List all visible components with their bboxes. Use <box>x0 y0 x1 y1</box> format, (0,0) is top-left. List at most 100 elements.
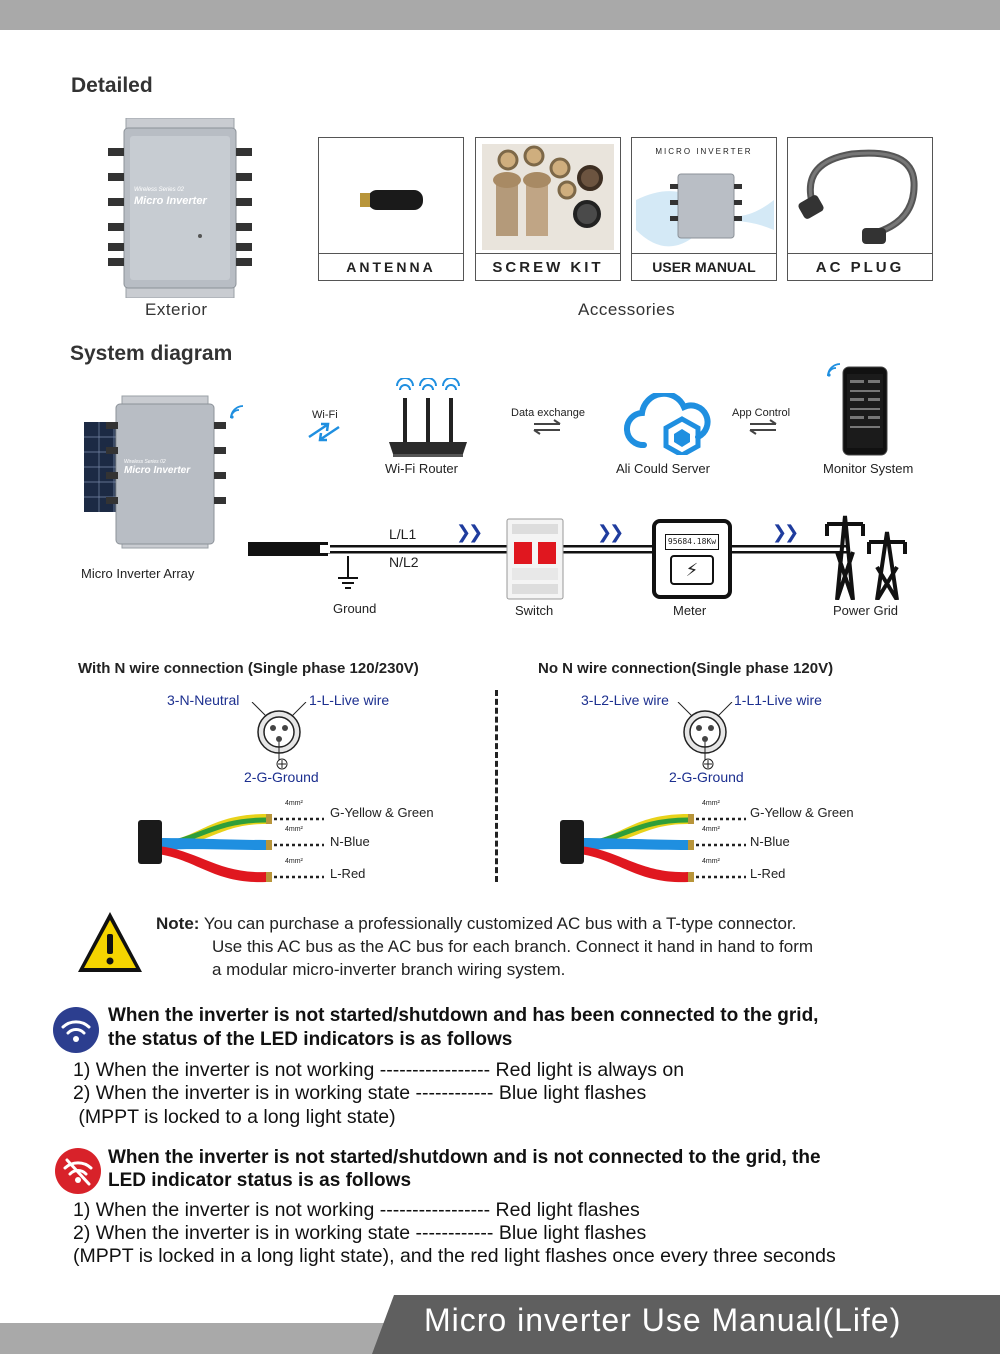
flow-arrow-icon: ❯❯ <box>597 522 624 542</box>
system-diagram-heading: System diagram <box>70 342 233 365</box>
led-nogrid-line-2: 2) When the inverter is in working state… <box>73 1222 647 1244</box>
app-control-label: App Control <box>732 407 791 419</box>
array-series-text: Wireless Series 02 <box>124 459 166 465</box>
wifi-router-label: Wi-Fi Router <box>385 461 458 476</box>
led-nogrid-heading-1: When the inverter is not started/shutdow… <box>108 1147 821 1168</box>
top-bar <box>0 0 1000 30</box>
line-l2-label: N/L2 <box>389 554 419 570</box>
inverter-array-image: Wireless Series 02 Micro Inverter <box>84 392 234 554</box>
connector-face-icon <box>677 702 733 770</box>
accessory-screw-kit: SCREW KIT <box>475 137 621 281</box>
note-line-1: Note: You can purchase a professionally … <box>156 912 796 935</box>
meter-reading: 95684.18Kw <box>665 534 719 550</box>
wifi-badge-icon <box>53 1007 99 1053</box>
switch-label: Switch <box>515 603 554 618</box>
led-nogrid-heading-2: LED indicator status is as follows <box>108 1170 412 1191</box>
no-wifi-badge-icon <box>55 1148 101 1194</box>
energy-meter: 95684.18Kw ⚡ <box>652 519 732 599</box>
cloud-server-label: Ali Could Server <box>616 461 710 476</box>
ac-plug-label: AC PLUG <box>788 253 932 280</box>
wire-size-label: 4mm² <box>285 826 303 833</box>
accessory-antenna: ANTENNA <box>318 137 464 281</box>
power-line-diagram <box>248 542 848 589</box>
wire-size-label: 4mm² <box>702 826 720 833</box>
note-text-1: You can purchase a professionally custom… <box>203 914 797 933</box>
monitor-system-label: Monitor System <box>823 461 914 476</box>
footer-title: Micro inverter Use Manual(Life) <box>424 1302 902 1338</box>
detailed-heading: Detailed <box>71 74 153 97</box>
line-l1-label: L/L1 <box>389 526 417 542</box>
app-control-arrows-icon <box>749 419 777 435</box>
pin-live-label: 1-L-Live wire <box>309 692 390 708</box>
wire-bundle-icon <box>560 814 746 883</box>
manual-cover-title: MICRO INVERTER <box>655 147 753 156</box>
user-manual-icon <box>636 173 774 247</box>
array-device-name: Micro Inverter <box>124 465 191 476</box>
screw-kit-icon <box>482 144 614 250</box>
flow-arrow-icon: ❯❯ <box>772 522 799 542</box>
led-grid-line-3: (MPPT is locked to a long light state) <box>73 1106 396 1128</box>
device-name-text: Micro Inverter <box>134 195 207 207</box>
inverter-array-label: Micro Inverter Array <box>81 566 195 581</box>
connector-face-icon <box>251 702 307 770</box>
data-exchange-arrows-icon <box>533 419 561 435</box>
antenna-icon <box>360 190 423 210</box>
wire-bundle-icon <box>138 814 324 883</box>
footer-bar-dark <box>372 1295 1000 1354</box>
accessories-caption: Accessories <box>578 300 676 319</box>
led-grid-line-1: 1) When the inverter is not working ----… <box>73 1059 685 1081</box>
wire-live-label: L-Red <box>330 866 366 881</box>
section-divider <box>495 690 498 882</box>
note-label: Note: <box>156 914 200 933</box>
led-nogrid-line-3: (MPPT is locked in a long light state), … <box>73 1245 836 1267</box>
accessory-user-manual: MICRO INVERTER USER MANUAL <box>631 137 777 281</box>
conn-no-n-title: No N wire connection(Single phase 120V) <box>538 660 834 677</box>
wire-size-label: 4mm² <box>285 800 303 807</box>
footer-bar-light <box>0 1323 390 1354</box>
user-manual-label: USER MANUAL <box>632 253 776 280</box>
pin-l1-label: 1-L1-Live wire <box>734 692 822 708</box>
pin-l2-label: 3-L2-Live wire <box>581 692 669 708</box>
flow-arrow-icon: ❯❯ <box>456 522 483 542</box>
led-grid-heading-2: the status of the LED indicators is as f… <box>108 1029 513 1050</box>
power-grid-label: Power Grid <box>833 603 899 618</box>
power-grid-tower-icon <box>825 515 907 600</box>
wire-neutral-label: N-Blue <box>330 834 370 849</box>
warning-icon <box>78 912 142 972</box>
pin-ground-label: 2-G-Ground <box>244 769 319 785</box>
pin-neutral-label: 3-N-Neutral <box>167 692 240 708</box>
led-grid-heading-1: When the inverter is not started/shutdow… <box>108 1005 819 1026</box>
wire-size-label: 4mm² <box>702 800 720 807</box>
breaker-switch-icon <box>506 518 564 600</box>
lightning-icon: ⚡ <box>670 555 714 585</box>
ac-plug-icon <box>798 149 918 244</box>
wire-ground-label: G-Yellow & Green <box>330 805 434 820</box>
accessory-ac-plug: AC PLUG <box>787 137 933 281</box>
conn-with-n-title: With N wire connection (Single phase 120… <box>78 660 419 677</box>
wire-ground-label: G-Yellow & Green <box>750 805 854 820</box>
note-line-3: a modular micro-inverter branch wiring s… <box>212 960 566 979</box>
monitor-phone-icon <box>842 366 888 456</box>
phone-wifi-icon <box>827 363 841 377</box>
screw-kit-label: SCREW KIT <box>476 253 620 280</box>
led-grid-line-2: 2) When the inverter is in working state… <box>73 1082 647 1104</box>
wifi-label: Wi-Fi <box>312 409 338 421</box>
wire-neutral-label: N-Blue <box>750 834 790 849</box>
pin-ground-label: 2-G-Ground <box>669 769 744 785</box>
meter-label: Meter <box>673 603 707 618</box>
antenna-label: ANTENNA <box>319 253 463 280</box>
wire-size-label: 4mm² <box>702 858 720 865</box>
wire-size-label: 4mm² <box>285 858 303 865</box>
device-series-text: Wireless Series 02 <box>134 187 184 193</box>
wifi-signal-icon <box>230 405 244 419</box>
wire-live-label: L-Red <box>750 866 786 881</box>
wifi-router-icon <box>389 378 467 457</box>
data-exchange-label: Data exchange <box>511 407 585 419</box>
inverter-exterior-image: Wireless Series 02 Micro Inverter <box>104 117 264 299</box>
cloud-server-icon <box>624 393 711 455</box>
led-nogrid-line-1: 1) When the inverter is not working ----… <box>73 1199 640 1221</box>
exterior-caption: Exterior <box>145 300 208 319</box>
ground-label: Ground <box>333 601 377 616</box>
note-line-2: Use this AC bus as the AC bus for each b… <box>212 937 814 956</box>
wifi-exchange-icon <box>308 422 340 442</box>
